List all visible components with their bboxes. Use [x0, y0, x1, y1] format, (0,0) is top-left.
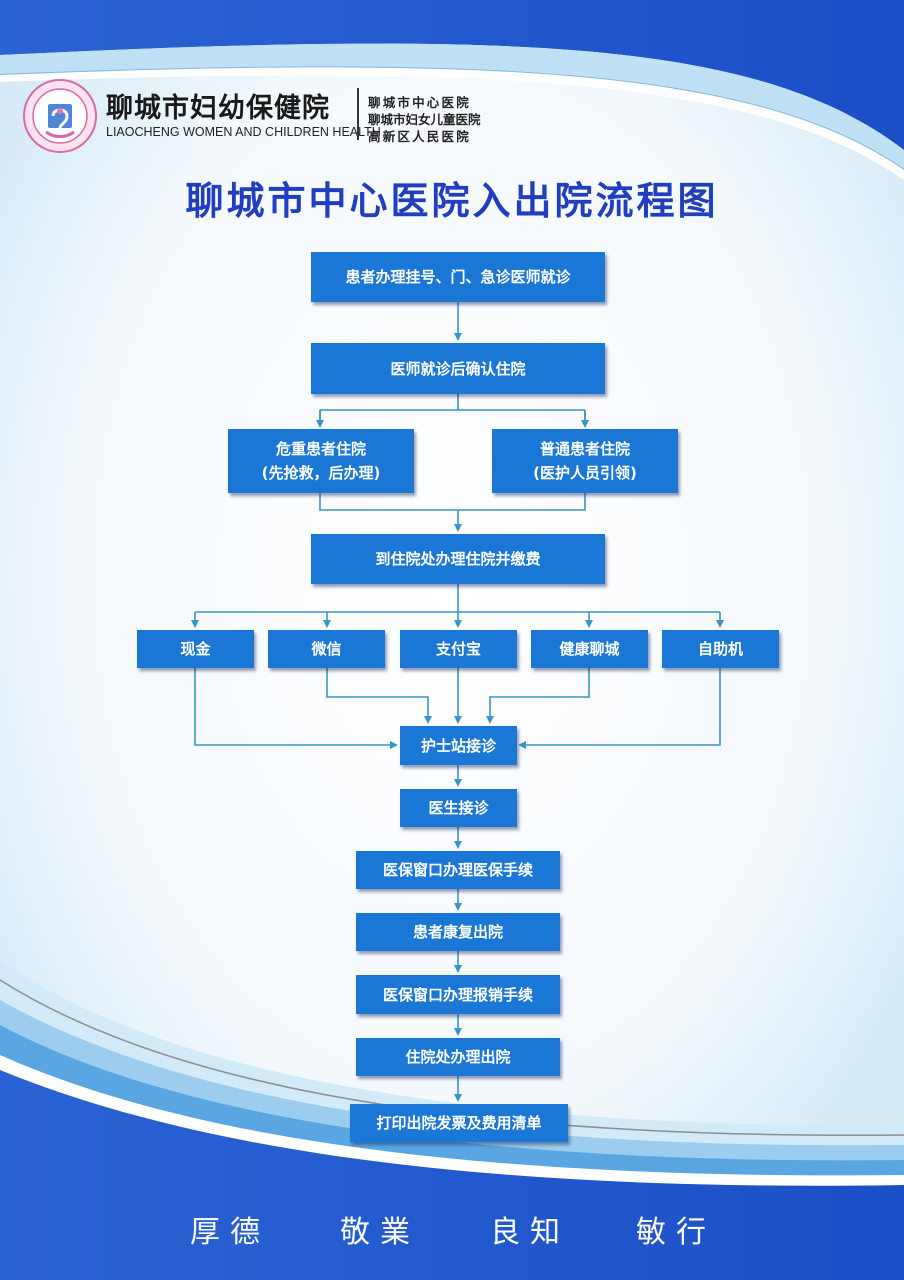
payment-alipay: 支付宝: [400, 630, 517, 668]
step-insurance-procedure: 医保窗口办理医保手续: [356, 851, 560, 889]
branch-normal-patient: 普通患者住院 (医护人员引领): [492, 429, 678, 493]
affiliation-2: 聊城市妇女儿童医院: [368, 112, 481, 127]
motto-2: 敬業: [340, 1215, 420, 1250]
motto-1: 厚德: [190, 1215, 270, 1250]
motto-3: 良知: [490, 1215, 570, 1250]
step-confirm-admission: 医师就诊后确认住院: [311, 343, 605, 394]
step-reimbursement: 医保窗口办理报销手续: [356, 975, 560, 1014]
branch-critical-line2: (先抢救，后办理): [261, 464, 381, 482]
branch-normal-line1: 普通患者住院: [539, 440, 630, 458]
branch-critical-line1: 危重患者住院: [275, 440, 366, 458]
affiliation-3: 高新区人民医院: [368, 129, 471, 144]
step-print-invoice: 打印出院发票及费用清单: [350, 1104, 568, 1142]
payment-cash: 现金: [137, 630, 254, 668]
hospital-emblem-icon: [23, 79, 97, 153]
step-registration: 患者办理挂号、门、急诊医师就诊: [311, 252, 605, 302]
affiliation-1: 聊城市中心医院: [368, 95, 471, 110]
branch-normal-line2: (医护人员引领): [533, 464, 637, 482]
page-title: 聊城市中心医院入出院流程图: [185, 179, 719, 223]
payment-wechat: 微信: [268, 630, 385, 668]
branch-critical-patient: 危重患者住院 (先抢救，后办理): [228, 429, 414, 493]
step-nurse-station: 护士站接诊: [400, 726, 517, 765]
header-divider: [357, 88, 359, 140]
payment-health-liaocheng: 健康聊城: [531, 630, 648, 668]
step-discharge-office: 住院处办理出院: [356, 1038, 560, 1076]
hospital-name-english: LIAOCHENG WOMEN AND CHILDREN HEALTH: [106, 125, 381, 139]
step-recovery-discharge: 患者康复出院: [356, 913, 560, 951]
hospital-name: 聊城市妇幼保健院: [106, 93, 330, 124]
step-doctor: 医生接诊: [400, 789, 517, 827]
motto-4: 敏行: [636, 1215, 716, 1250]
step-admission-payment: 到住院处办理住院并缴费: [311, 534, 605, 584]
payment-self-service: 自助机: [662, 630, 779, 668]
